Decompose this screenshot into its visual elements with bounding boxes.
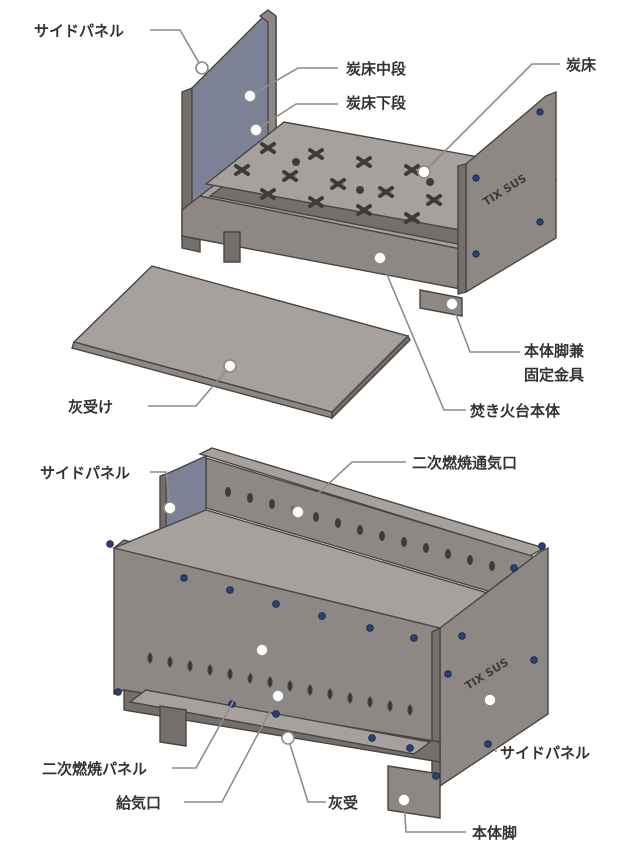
top-assembly: TIX SUS xyxy=(34,9,597,420)
label-side-panel: サイドパネル xyxy=(34,22,124,40)
label-ash-tray: 灰受け xyxy=(68,398,113,416)
top-leaders xyxy=(148,29,560,411)
charcoal-bed-holes xyxy=(234,142,442,224)
bolts xyxy=(106,540,546,780)
label-side-panel-right: サイドパネル xyxy=(500,744,590,762)
label-body-leg: 本体脚 xyxy=(472,824,517,842)
bottom-assembly: TIX SUS xyxy=(40,447,590,842)
label-air-inlet: 給気口 xyxy=(116,794,161,812)
label-vent: 二次燃焼通気口 xyxy=(412,454,517,472)
label-side-panel-left: サイドパネル xyxy=(40,464,130,482)
label-body-leg-bracket-1: 本体脚兼 xyxy=(524,342,585,360)
bottom-leaders xyxy=(150,461,497,833)
bottom-leg-right xyxy=(387,765,441,819)
flame-inlets xyxy=(147,652,413,716)
label-secondary-panel: 二次燃焼パネル xyxy=(42,760,147,778)
top-side-panel-right: TIX SUS xyxy=(457,90,557,295)
top-ash-tray xyxy=(71,265,411,420)
top-legs xyxy=(181,231,463,317)
label-body-leg-bracket-2: 固定金具 xyxy=(524,366,584,384)
label-ash-tray-bottom: 灰受 xyxy=(328,794,358,812)
label-charcoal-mid: 炭床中段 xyxy=(346,60,406,78)
label-charcoal-low: 炭床下段 xyxy=(346,94,406,112)
label-main-body: 焚き火台本体 xyxy=(469,402,561,420)
bottom-ash-tray xyxy=(128,689,432,755)
label-charcoal-bed: 炭床 xyxy=(566,56,597,74)
bottom-leg-left xyxy=(159,705,187,747)
